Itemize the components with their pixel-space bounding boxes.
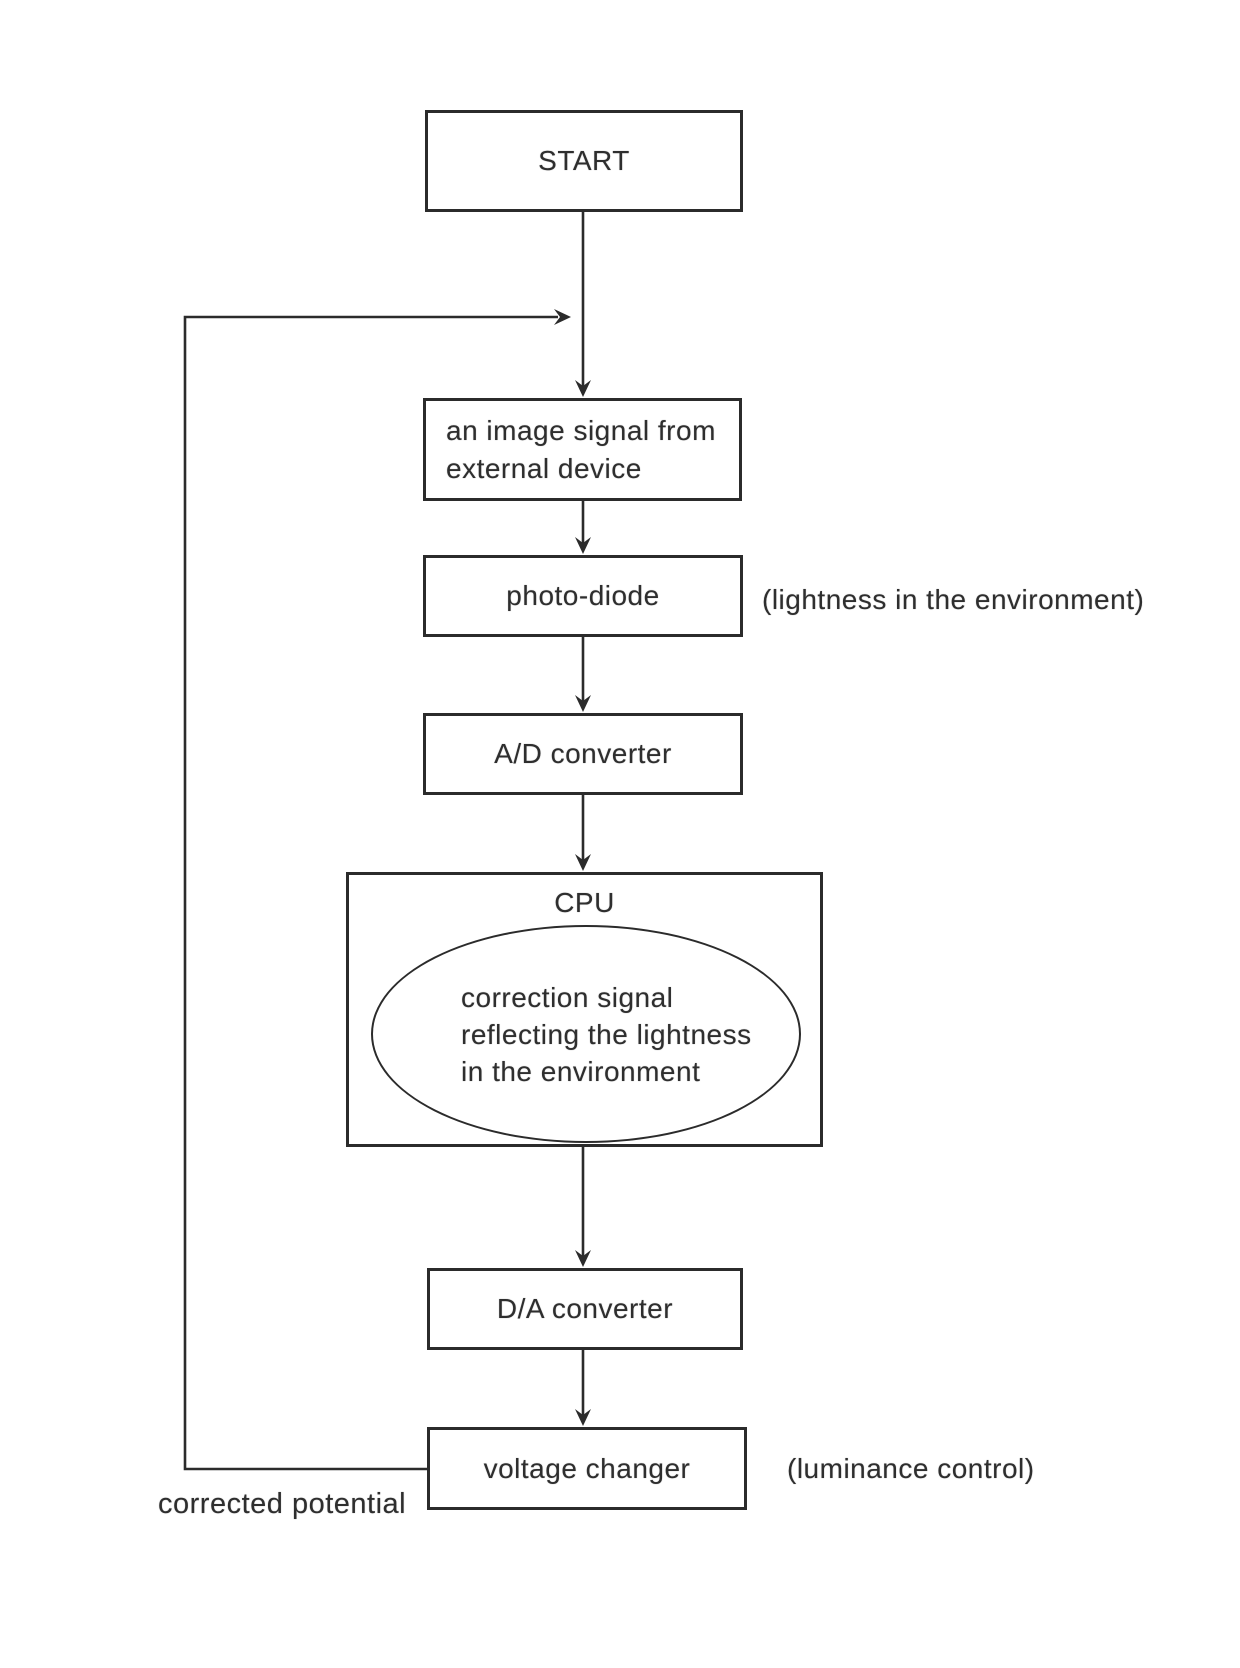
arrowhead-into-cpu bbox=[575, 854, 591, 871]
start-label: START bbox=[538, 145, 630, 176]
photo-diode-annotation-text: (lightness in the environment) bbox=[762, 584, 1145, 615]
photo-diode-annotation: (lightness in the environment) bbox=[762, 555, 1144, 645]
photo-diode-label: photo-diode bbox=[506, 580, 660, 611]
image-signal-node: an image signal from external device bbox=[423, 398, 742, 501]
arrowhead-into-voltage bbox=[575, 1409, 591, 1426]
photo-diode-node: photo-diode bbox=[423, 555, 743, 637]
arrowhead-into-photo-diode bbox=[575, 537, 591, 554]
da-converter-label: D/A converter bbox=[496, 1293, 674, 1324]
correction-signal-label: correction signal reflecting the lightne… bbox=[461, 981, 752, 1087]
correction-signal-ellipse: correction signal reflecting the lightne… bbox=[371, 925, 801, 1143]
ad-converter-node: A/D converter bbox=[423, 713, 743, 795]
arrowhead-into-ad bbox=[575, 695, 591, 712]
corrected-potential-label: corrected potential bbox=[158, 1488, 407, 1520]
voltage-changer-node: voltage changer bbox=[427, 1427, 747, 1510]
cpu-node: CPU correction signal reflecting the lig… bbox=[346, 872, 823, 1147]
da-converter-node: D/A converter bbox=[427, 1268, 743, 1350]
arrowhead-into-da bbox=[575, 1250, 591, 1267]
image-signal-label: an image signal from external device bbox=[446, 414, 716, 484]
arrowhead-into-image-signal bbox=[575, 380, 591, 397]
voltage-changer-annotation-text: (luminance control) bbox=[787, 1452, 1035, 1484]
arrowhead-feedback-junction bbox=[554, 309, 571, 325]
voltage-changer-label: voltage changer bbox=[483, 1452, 691, 1484]
start-node: START bbox=[425, 110, 743, 212]
voltage-changer-annotation: (luminance control) bbox=[787, 1427, 1035, 1510]
cpu-label: CPU bbox=[554, 887, 615, 918]
ad-converter-label: A/D converter bbox=[494, 738, 672, 769]
